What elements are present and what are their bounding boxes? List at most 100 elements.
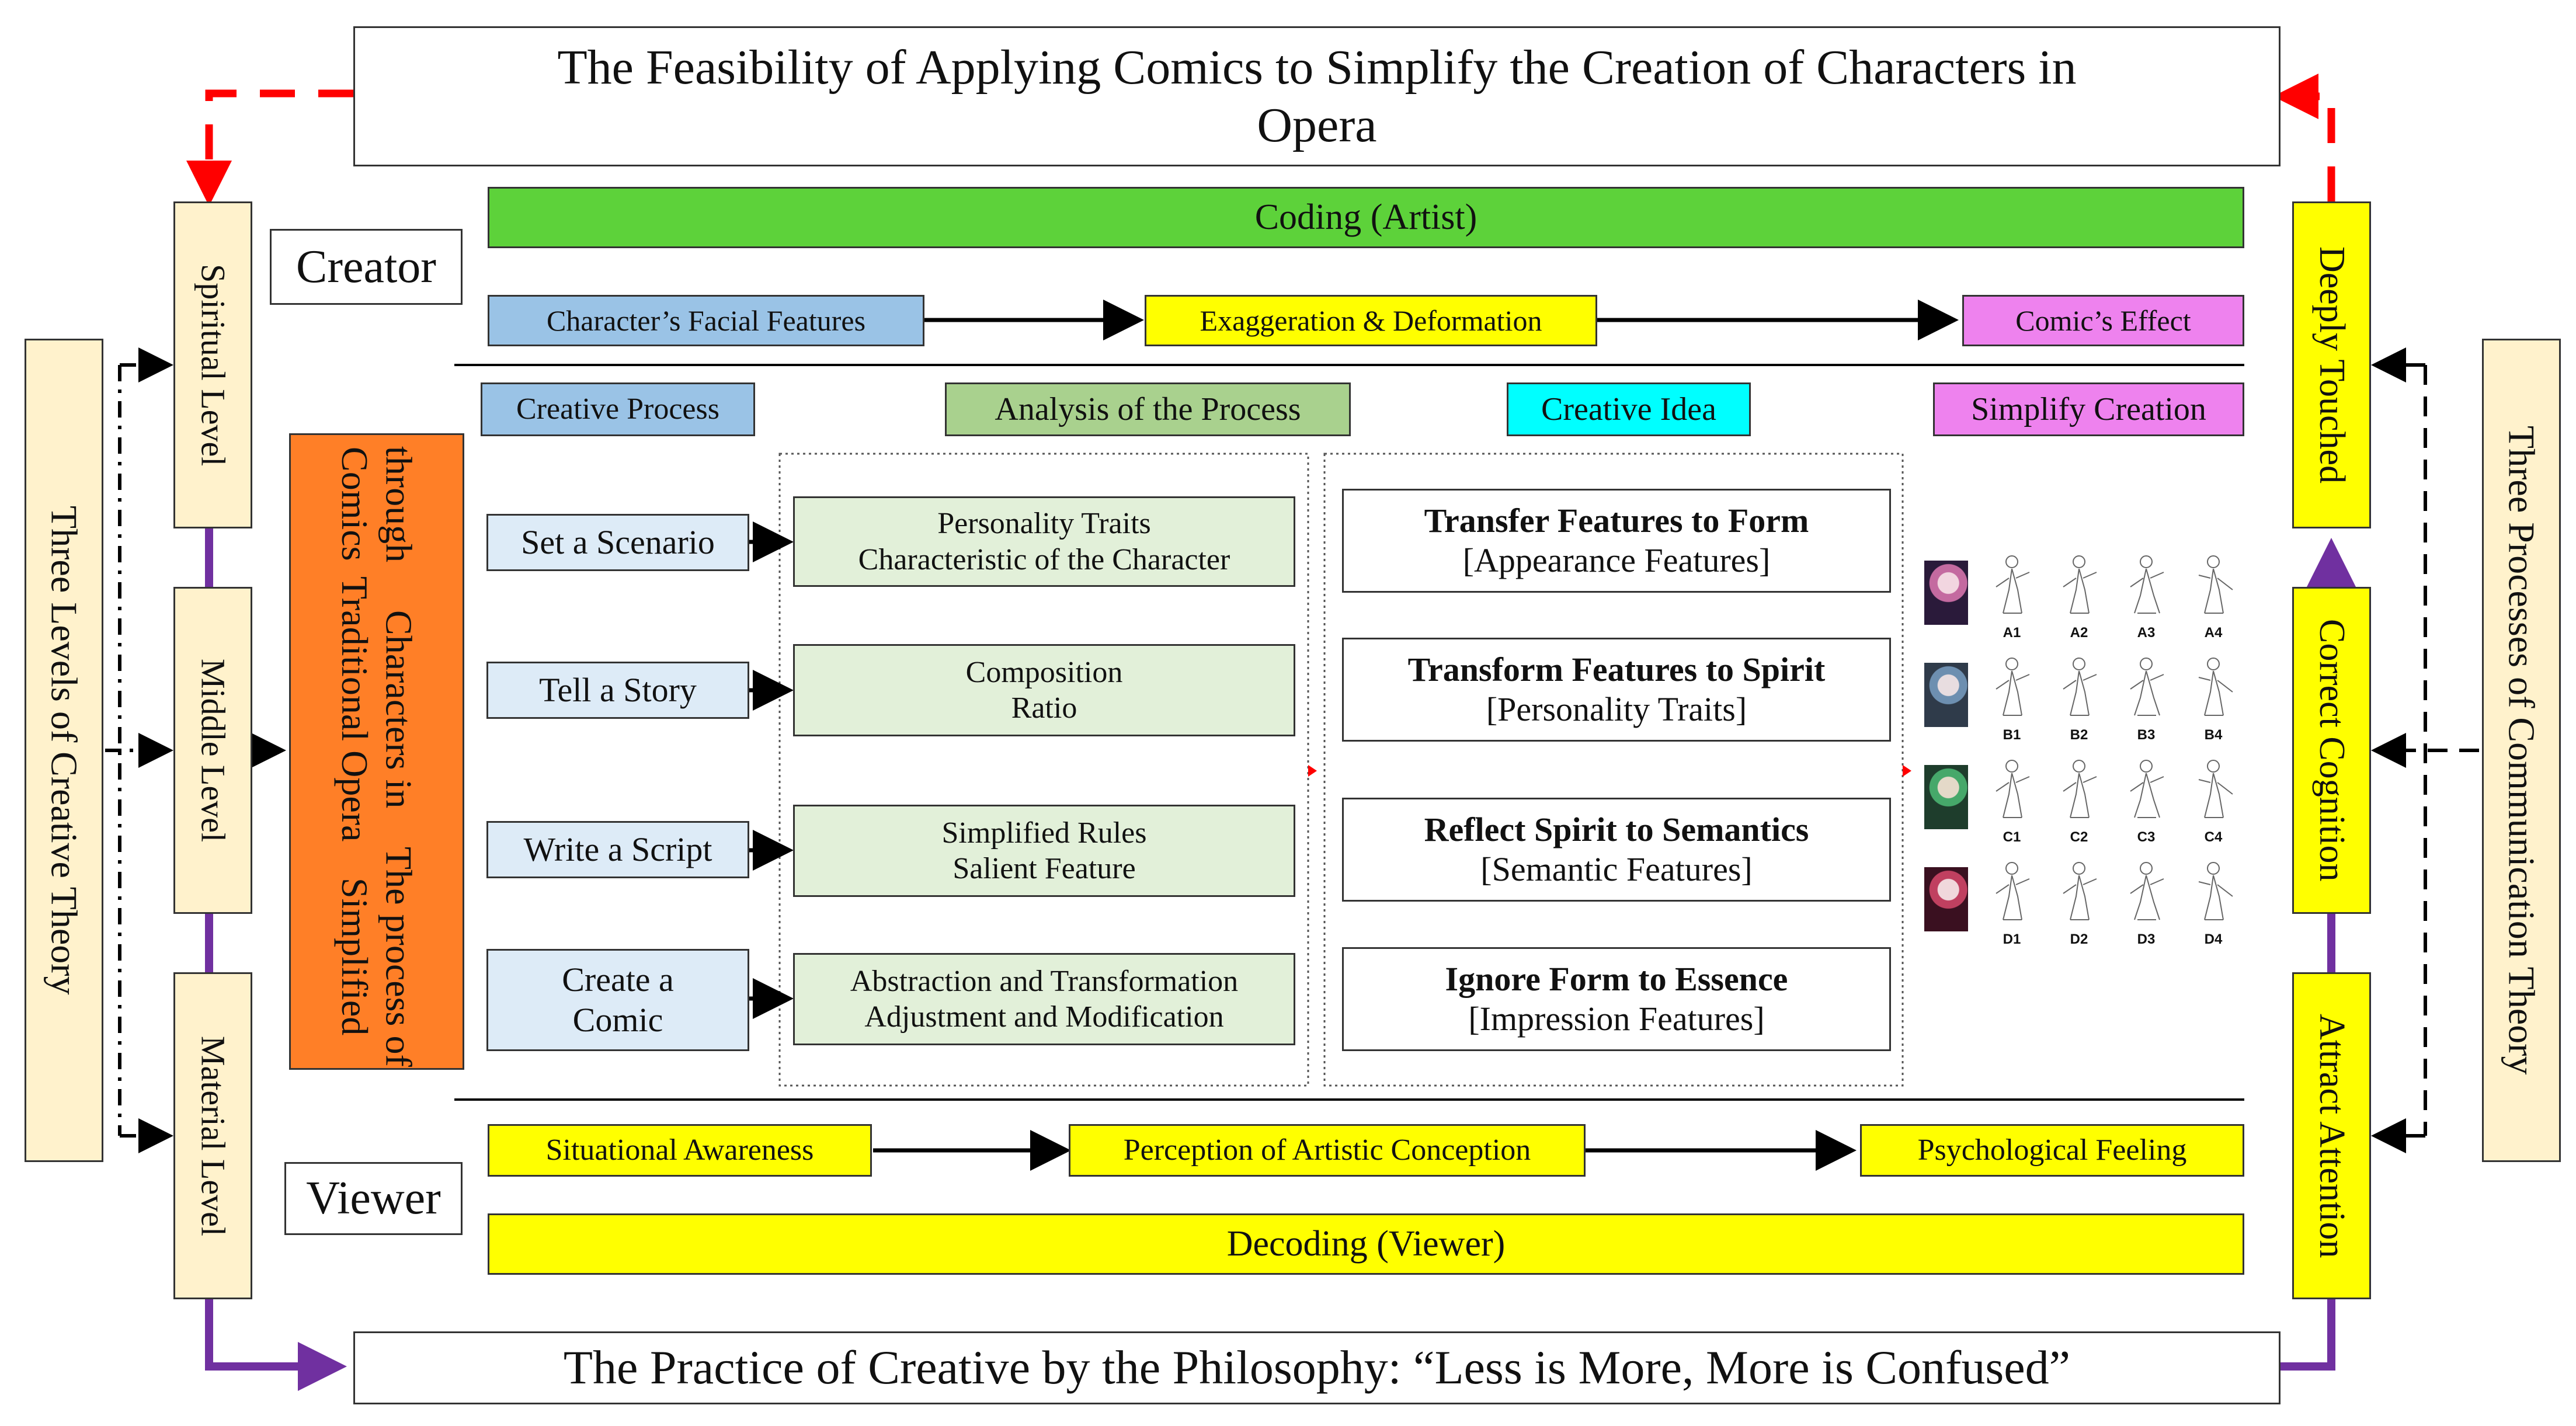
- sketch-d3: [2130, 862, 2164, 920]
- process-line-3: through Comics: [334, 446, 420, 562]
- sketch-label-b3: B3: [2137, 727, 2156, 743]
- idea-3-feature: [Semantic Features]: [1480, 850, 1753, 888]
- psychological-feeling-box: Psychological Feeling: [1860, 1124, 2244, 1177]
- sketch-label-c4: C4: [2204, 829, 2223, 845]
- sketch-label-a1: A1: [2003, 625, 2021, 641]
- sketch-label-b2: B2: [2070, 727, 2088, 743]
- facial-features-box: Character’s Facial Features: [488, 295, 924, 346]
- analysis-box-2: Composition Ratio: [793, 644, 1295, 736]
- idea-4-feature: [Impression Features]: [1468, 1000, 1765, 1038]
- sketch-c1: [1996, 760, 2030, 818]
- sketch-a1: [1996, 555, 2030, 614]
- attract-attention: Attract Attention: [2292, 972, 2371, 1299]
- deeply-touched-to-title-arrow: [2273, 74, 2335, 201]
- idea-1-title: Transfer Features to Form: [1424, 501, 1809, 540]
- three-processes-theory: Three Processes of Communication Theory: [2482, 339, 2561, 1162]
- sketch-d4: [2198, 862, 2233, 920]
- sketch-label-d4: D4: [2204, 931, 2223, 947]
- idea-3-title: Reflect Spirit to Semantics: [1424, 810, 1809, 848]
- analysis-1-line-1: Personality Traits: [937, 507, 1151, 541]
- step-create-comic-line-1: Create a: [562, 961, 674, 999]
- opera-photo-2: [1924, 663, 1968, 727]
- sketch-label-c2: C2: [2070, 829, 2088, 845]
- step-set-scenario: Set a Scenario: [486, 514, 749, 571]
- analysis-box-4: Abstraction and Transformation Adjustmen…: [793, 953, 1295, 1045]
- header-analysis: Analysis of the Process: [945, 382, 1351, 436]
- analysis-3-line-1: Simplified Rules: [941, 816, 1147, 850]
- exaggeration-box: Exaggeration & Deformation: [1145, 295, 1597, 346]
- sketch-label-a4: A4: [2204, 625, 2223, 641]
- opera-photo-4: [1924, 867, 1968, 931]
- analysis-4-line-1: Abstraction and Transformation: [850, 964, 1239, 998]
- idea-box-4: Ignore Form to Essence [Impression Featu…: [1342, 947, 1891, 1051]
- artistic-conception-box: Perception of Artistic Conception: [1069, 1124, 1586, 1177]
- viewer-label: Viewer: [284, 1162, 463, 1235]
- sketch-b1: [1996, 658, 2030, 716]
- title-line-1: The Feasibility of Applying Comics to Si…: [557, 40, 2077, 95]
- decoding-viewer-bar: Decoding (Viewer): [488, 1213, 2244, 1275]
- material-level: Material Level: [173, 972, 252, 1299]
- title-to-spiritual-arrow: [186, 89, 353, 206]
- step-tell-story: Tell a Story: [486, 662, 749, 719]
- idea-4-title: Ignore Form to Essence: [1445, 959, 1788, 998]
- step-write-script: Write a Script: [486, 821, 749, 878]
- situational-awareness-box: Situational Awareness: [488, 1124, 872, 1177]
- sketch-label-d1: D1: [2003, 931, 2021, 947]
- practice-banner: The Practice of Creative by the Philosop…: [353, 1331, 2280, 1404]
- sketch-label-a2: A2: [2070, 625, 2088, 641]
- idea-2-feature: [Personality Traits]: [1486, 690, 1747, 728]
- idea-1-feature: [Appearance Features]: [1462, 541, 1771, 579]
- step-create-comic: Create a Comic: [486, 949, 749, 1051]
- analysis-4-line-2: Adjustment and Modification: [864, 1000, 1224, 1034]
- opera-photo-1: [1924, 561, 1968, 625]
- sketch-c2: [2063, 760, 2097, 818]
- analysis-1-line-2: Characteristic of the Character: [858, 542, 1230, 576]
- middle-level: Middle Level: [173, 587, 252, 914]
- header-creative-process: Creative Process: [481, 382, 755, 436]
- sketch-a2: [2063, 555, 2097, 614]
- sketch-label-d2: D2: [2070, 931, 2088, 947]
- comics-effect-box: Comic’s Effect: [1962, 295, 2244, 346]
- sketch-c3: [2130, 760, 2164, 818]
- sketch-b2: [2063, 658, 2097, 716]
- step-create-comic-line-2: Comic: [572, 1000, 663, 1039]
- analysis-box-3: Simplified Rules Salient Feature: [793, 805, 1295, 897]
- opera-photo-3: [1924, 765, 1968, 829]
- practice-to-attract-arrow: [2280, 1299, 2335, 1371]
- idea-box-3: Reflect Spirit to Semantics [Semantic Fe…: [1342, 798, 1891, 902]
- sketch-label-c3: C3: [2137, 829, 2156, 845]
- sketch-d2: [2063, 862, 2097, 920]
- process-line-1: The process of Simplified: [334, 846, 420, 1067]
- analysis-2-line-1: Composition: [965, 655, 1123, 689]
- analysis-2-line-2: Ratio: [1011, 691, 1077, 725]
- idea-box-2: Transform Features to Spirit [Personalit…: [1342, 638, 1891, 742]
- sketch-c4: [2198, 760, 2233, 818]
- simplified-characters-process: The process of Simplified Characters in …: [289, 433, 464, 1070]
- spiritual-level: Spiritual Level: [173, 201, 252, 528]
- sketch-label-a3: A3: [2137, 625, 2156, 641]
- sketch-d1: [1996, 862, 2030, 920]
- header-simplify-creation: Simplify Creation: [1933, 382, 2244, 436]
- idea-2-title: Transform Features to Spirit: [1407, 650, 1826, 688]
- analysis-box-1: Personality Traits Characteristic of the…: [793, 496, 1295, 587]
- sketch-label-b1: B1: [2003, 727, 2021, 743]
- sketch-a4: [2198, 555, 2233, 614]
- deeply-touched: Deeply Touched: [2292, 201, 2371, 528]
- sketch-b3: [2130, 658, 2164, 716]
- sketch-a3: [2130, 555, 2164, 614]
- sketch-label-d3: D3: [2137, 931, 2156, 947]
- coding-artist-bar: Coding (Artist): [488, 187, 2244, 248]
- three-levels-theory: Three Levels of Creative Theory: [25, 339, 103, 1162]
- material-to-practice-arrow: [205, 1299, 347, 1391]
- sketch-b4: [2198, 658, 2233, 716]
- analysis-3-line-2: Salient Feature: [952, 852, 1136, 885]
- creator-label: Creator: [270, 229, 463, 305]
- sketch-label-b4: B4: [2204, 727, 2223, 743]
- title-line-2: Opera: [1257, 98, 1377, 152]
- header-creative-idea: Creative Idea: [1507, 382, 1751, 436]
- correct-cognition: Correct Cognition: [2292, 587, 2371, 914]
- sketch-label-c1: C1: [2003, 829, 2021, 845]
- diagram-title: The Feasibility of Applying Comics to Si…: [353, 26, 2280, 166]
